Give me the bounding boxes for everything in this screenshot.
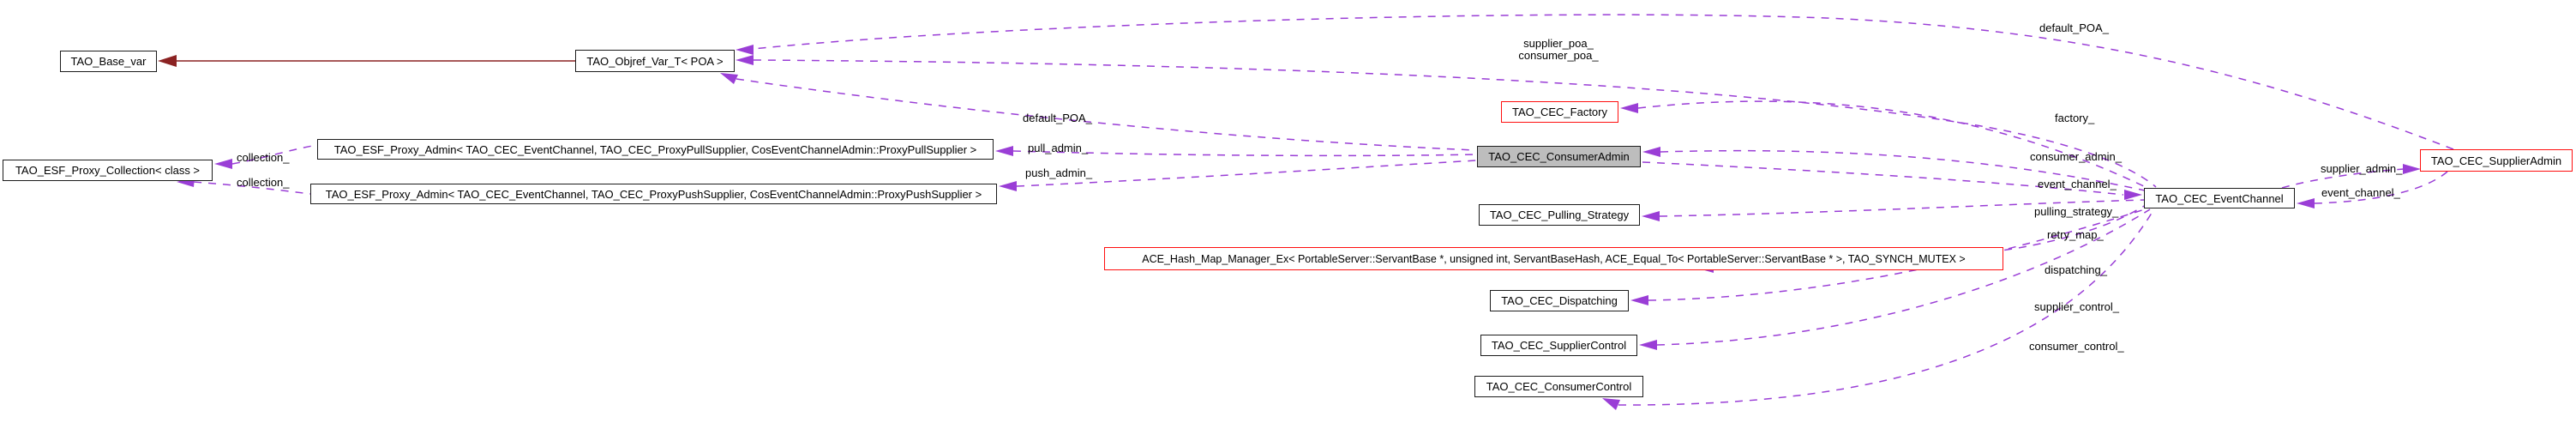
usage-edges	[193, 14, 2454, 406]
arrowhead-objref-mid	[736, 55, 754, 65]
edge-label-supplier-poa: supplier_poa_	[1523, 37, 1594, 50]
edge-label-default-poa-top: default_POA_	[2039, 21, 2109, 34]
node-tao-cec-eventchannel[interactable]: TAO_CEC_EventChannel	[2144, 188, 2295, 208]
edge-default-poa-consumeradmin	[736, 78, 1476, 151]
edge-supplier-admin	[2281, 168, 2405, 189]
node-tao-base-var[interactable]: TAO_Base_var	[60, 51, 157, 72]
edge-label-collection-pull: collection_	[237, 151, 290, 164]
edge-label-consumer-control: consumer_control_	[2029, 340, 2124, 353]
arrowhead-supplier-control	[1639, 340, 1657, 350]
node-tao-cec-dispatching[interactable]: TAO_CEC_Dispatching	[1490, 290, 1629, 311]
edge-pulling-strategy	[1659, 199, 2146, 217]
node-tao-esf-proxy-admin-pull[interactable]: TAO_ESF_Proxy_Admin< TAO_CEC_EventChanne…	[317, 139, 994, 160]
arrowhead-objref-bottom	[720, 73, 738, 84]
node-tao-cec-consumercontrol[interactable]: TAO_CEC_ConsumerControl	[1474, 376, 1643, 397]
edge-collection-push	[193, 181, 311, 195]
node-tao-cec-consumeradmin: TAO_CEC_ConsumerAdmin	[1477, 146, 1641, 167]
edge-label-push-admin: push_admin_	[1025, 166, 1093, 179]
edge-label-pull-admin: pull_admin_	[1028, 142, 1089, 154]
arrowhead-collection-top	[214, 159, 232, 169]
edge-label-default-poa-left: default_POA_	[1023, 112, 1092, 124]
arrowhead-factory	[1620, 103, 1638, 113]
usage-arrowheads	[177, 45, 2421, 410]
node-tao-esf-proxy-admin-push[interactable]: TAO_ESF_Proxy_Admin< TAO_CEC_EventChanne…	[310, 184, 997, 204]
edge-consumer-admin	[1660, 149, 2146, 191]
edge-consumer-control	[1618, 209, 2154, 406]
arrowhead-consumer-control	[1602, 398, 1620, 410]
node-tao-objref-var-t-poa[interactable]: TAO_Objref_Var_T< POA >	[575, 50, 735, 72]
edge-label-collection-push: collection_	[237, 176, 290, 189]
edge-factory	[1637, 100, 2148, 189]
node-tao-cec-factory: TAO_CEC_Factory	[1501, 101, 1618, 123]
edge-label-supplier-control: supplier_control_	[2034, 300, 2120, 313]
edge-label-factory: factory_	[2055, 112, 2095, 124]
node-tao-cec-suppliercontrol[interactable]: TAO_CEC_SupplierControl	[1480, 335, 1637, 356]
edge-label-event-channel-right: event_channel_	[2321, 186, 2400, 199]
arrowhead-pulling-strategy	[1642, 211, 1660, 221]
edge-event-channel-from-supplieradmin	[2314, 171, 2448, 204]
edge-label-dispatching: dispatching_	[2045, 263, 2107, 276]
arrowhead-event-channel-left	[2124, 190, 2142, 200]
edge-label-event-channel-left: event_channel_	[2038, 178, 2117, 190]
edge-supplier-consumer-poa	[753, 59, 2157, 188]
arrowhead-event-channel-right	[2297, 198, 2315, 208]
edge-collection-pull	[231, 144, 318, 165]
edge-event-channel-from-consumeradmin	[1642, 161, 2124, 196]
edge-pull-admin	[1012, 150, 1477, 157]
arrowhead-objref-top	[736, 45, 754, 55]
edge-label-pulling-strategy: pulling_strategy_	[2034, 205, 2119, 218]
arrowhead-dispatching	[1630, 295, 1648, 305]
edge-label-consumer-poa: consumer_poa_	[1518, 49, 1599, 62]
edge-supplier-control	[1656, 208, 2151, 346]
arrowhead-supplier-admin	[2403, 164, 2421, 174]
edge-dispatching	[1648, 208, 2148, 301]
arrowhead-consumer-admin	[1642, 147, 1660, 157]
node-tao-esf-proxy-collection[interactable]: TAO_ESF_Proxy_Collection< class >	[3, 160, 213, 181]
edge-default-poa-supplieradmin	[753, 14, 2454, 150]
edge-label-retry-map: retry_map_	[2047, 228, 2104, 241]
node-tao-cec-pulling-strategy[interactable]: TAO_CEC_Pulling_Strategy	[1479, 204, 1640, 226]
edge-label-supplier-admin: supplier_admin_	[2321, 162, 2403, 175]
arrowhead-basevar	[158, 55, 177, 67]
arrowhead-proxy-admin-push	[999, 181, 1017, 191]
node-ace-hash-map-manager-ex: ACE_Hash_Map_Manager_Ex< PortableServer:…	[1104, 247, 2003, 270]
edge-label-consumer-admin: consumer_admin_	[2030, 150, 2122, 163]
arrowhead-proxy-admin-pull	[995, 146, 1013, 156]
node-tao-cec-supplieradmin: TAO_CEC_SupplierAdmin	[2420, 149, 2573, 172]
